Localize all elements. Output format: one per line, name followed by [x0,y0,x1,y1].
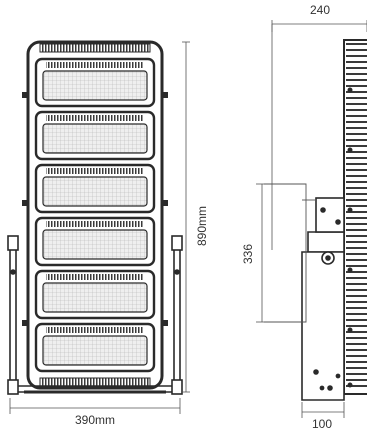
side-depth-dimension [271,20,367,250]
side-heat-fins [346,43,367,388]
front-width-label: 390mm [75,413,115,427]
front-top-fins [39,43,151,53]
side-bolt [347,207,353,213]
side-base-dimension [301,402,345,418]
led-module [34,216,156,267]
front-width-dimension [9,398,181,414]
side-bolt [347,147,353,153]
side-bolt [347,327,353,333]
front-led-modules [34,57,156,373]
side-envelope [264,183,316,323]
front-u-bracket [7,235,183,395]
side-luminaire-profile [343,39,367,395]
side-bracket-dimension [256,183,270,323]
led-module [34,110,156,161]
side-depth-label: 240 [310,3,330,17]
front-side-studs [22,92,168,326]
led-module [34,163,156,214]
side-view: 240 33 [241,3,367,431]
side-bracket [301,197,345,401]
led-module [34,322,156,373]
front-bottom-fins [39,377,151,387]
led-module [34,269,156,320]
side-bolt [347,382,353,388]
side-bolt [347,267,353,273]
side-bracket-label: 336 [241,244,255,264]
led-module [34,57,156,108]
front-height-dimension [182,41,190,393]
front-height-label: 890mm [195,206,209,246]
side-bolt [347,87,353,93]
side-base-label: 100 [312,417,332,431]
front-view: 890mm 390mm [7,40,209,427]
front-housing [26,40,164,390]
